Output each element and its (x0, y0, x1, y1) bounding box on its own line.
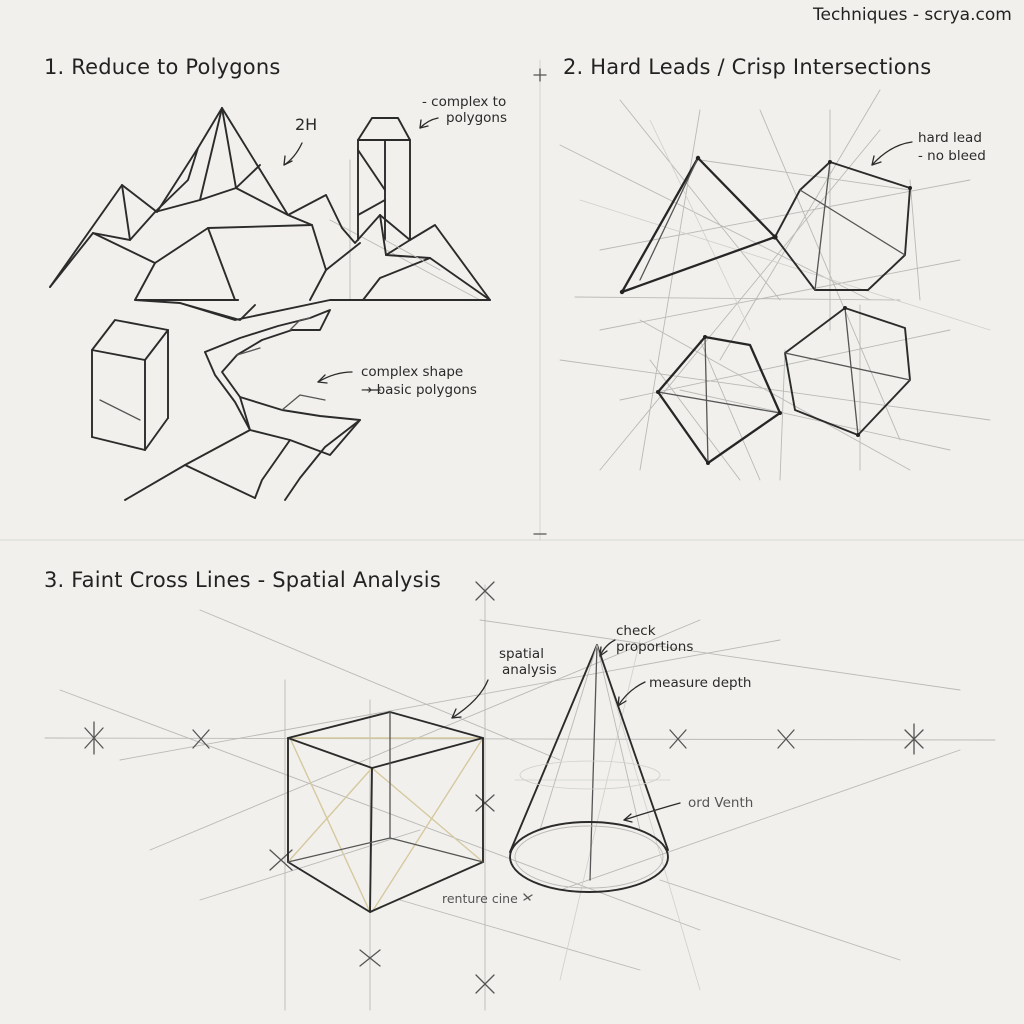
renture-cine-note: renture cine (442, 891, 518, 906)
polygon-mountain-drawing (49, 107, 491, 321)
polygons-note: polygons (446, 110, 507, 126)
site-credit: Techniques - scrya.com (813, 5, 1012, 25)
hard-lead-pentagon-left (656, 335, 782, 465)
cone-drawing (509, 644, 669, 893)
intersection-construction-lines (559, 89, 991, 481)
ord-venth-note: ord Venth (688, 795, 754, 811)
analysis-note: analysis (502, 662, 557, 678)
panel1-annotation-arrows (283, 117, 439, 391)
spatial-construction-lines (44, 581, 996, 1011)
complex-shape-note: complex shape (361, 364, 464, 380)
no-bleed-note: - no bleed (918, 148, 986, 164)
panel-dividers (0, 59, 1024, 541)
intersection-nodes (619, 155, 912, 465)
spatial-note: spatial (499, 646, 544, 662)
ribbon-path-drawing (124, 309, 361, 501)
check-note: check (616, 623, 656, 639)
hard-lead-triangle (620, 156, 777, 294)
complex-to-note: - complex to (422, 94, 507, 110)
lead-grade-label: 2H (295, 115, 318, 134)
panel2-annotation-arrow (871, 141, 913, 166)
tower-prism-drawing (357, 117, 441, 271)
panel2-title: 2. Hard Leads / Crisp Intersections (563, 55, 932, 79)
hard-lead-pentagon-right (784, 307, 911, 436)
basic-polygons-note: → basic polygons (361, 382, 477, 398)
box-drawing (91, 319, 169, 451)
hard-lead-note: hard lead (918, 130, 982, 146)
hard-lead-hexagon (774, 161, 911, 291)
panel1-title: 1. Reduce to Polygons (44, 55, 281, 79)
measure-depth-note: measure depth (649, 675, 752, 691)
panel3-annotation-arrows (451, 639, 681, 901)
panel3-title: 3. Faint Cross Lines - Spatial Analysis (44, 568, 441, 592)
proportions-note: proportions (616, 639, 694, 655)
wireframe-cube (287, 711, 484, 913)
